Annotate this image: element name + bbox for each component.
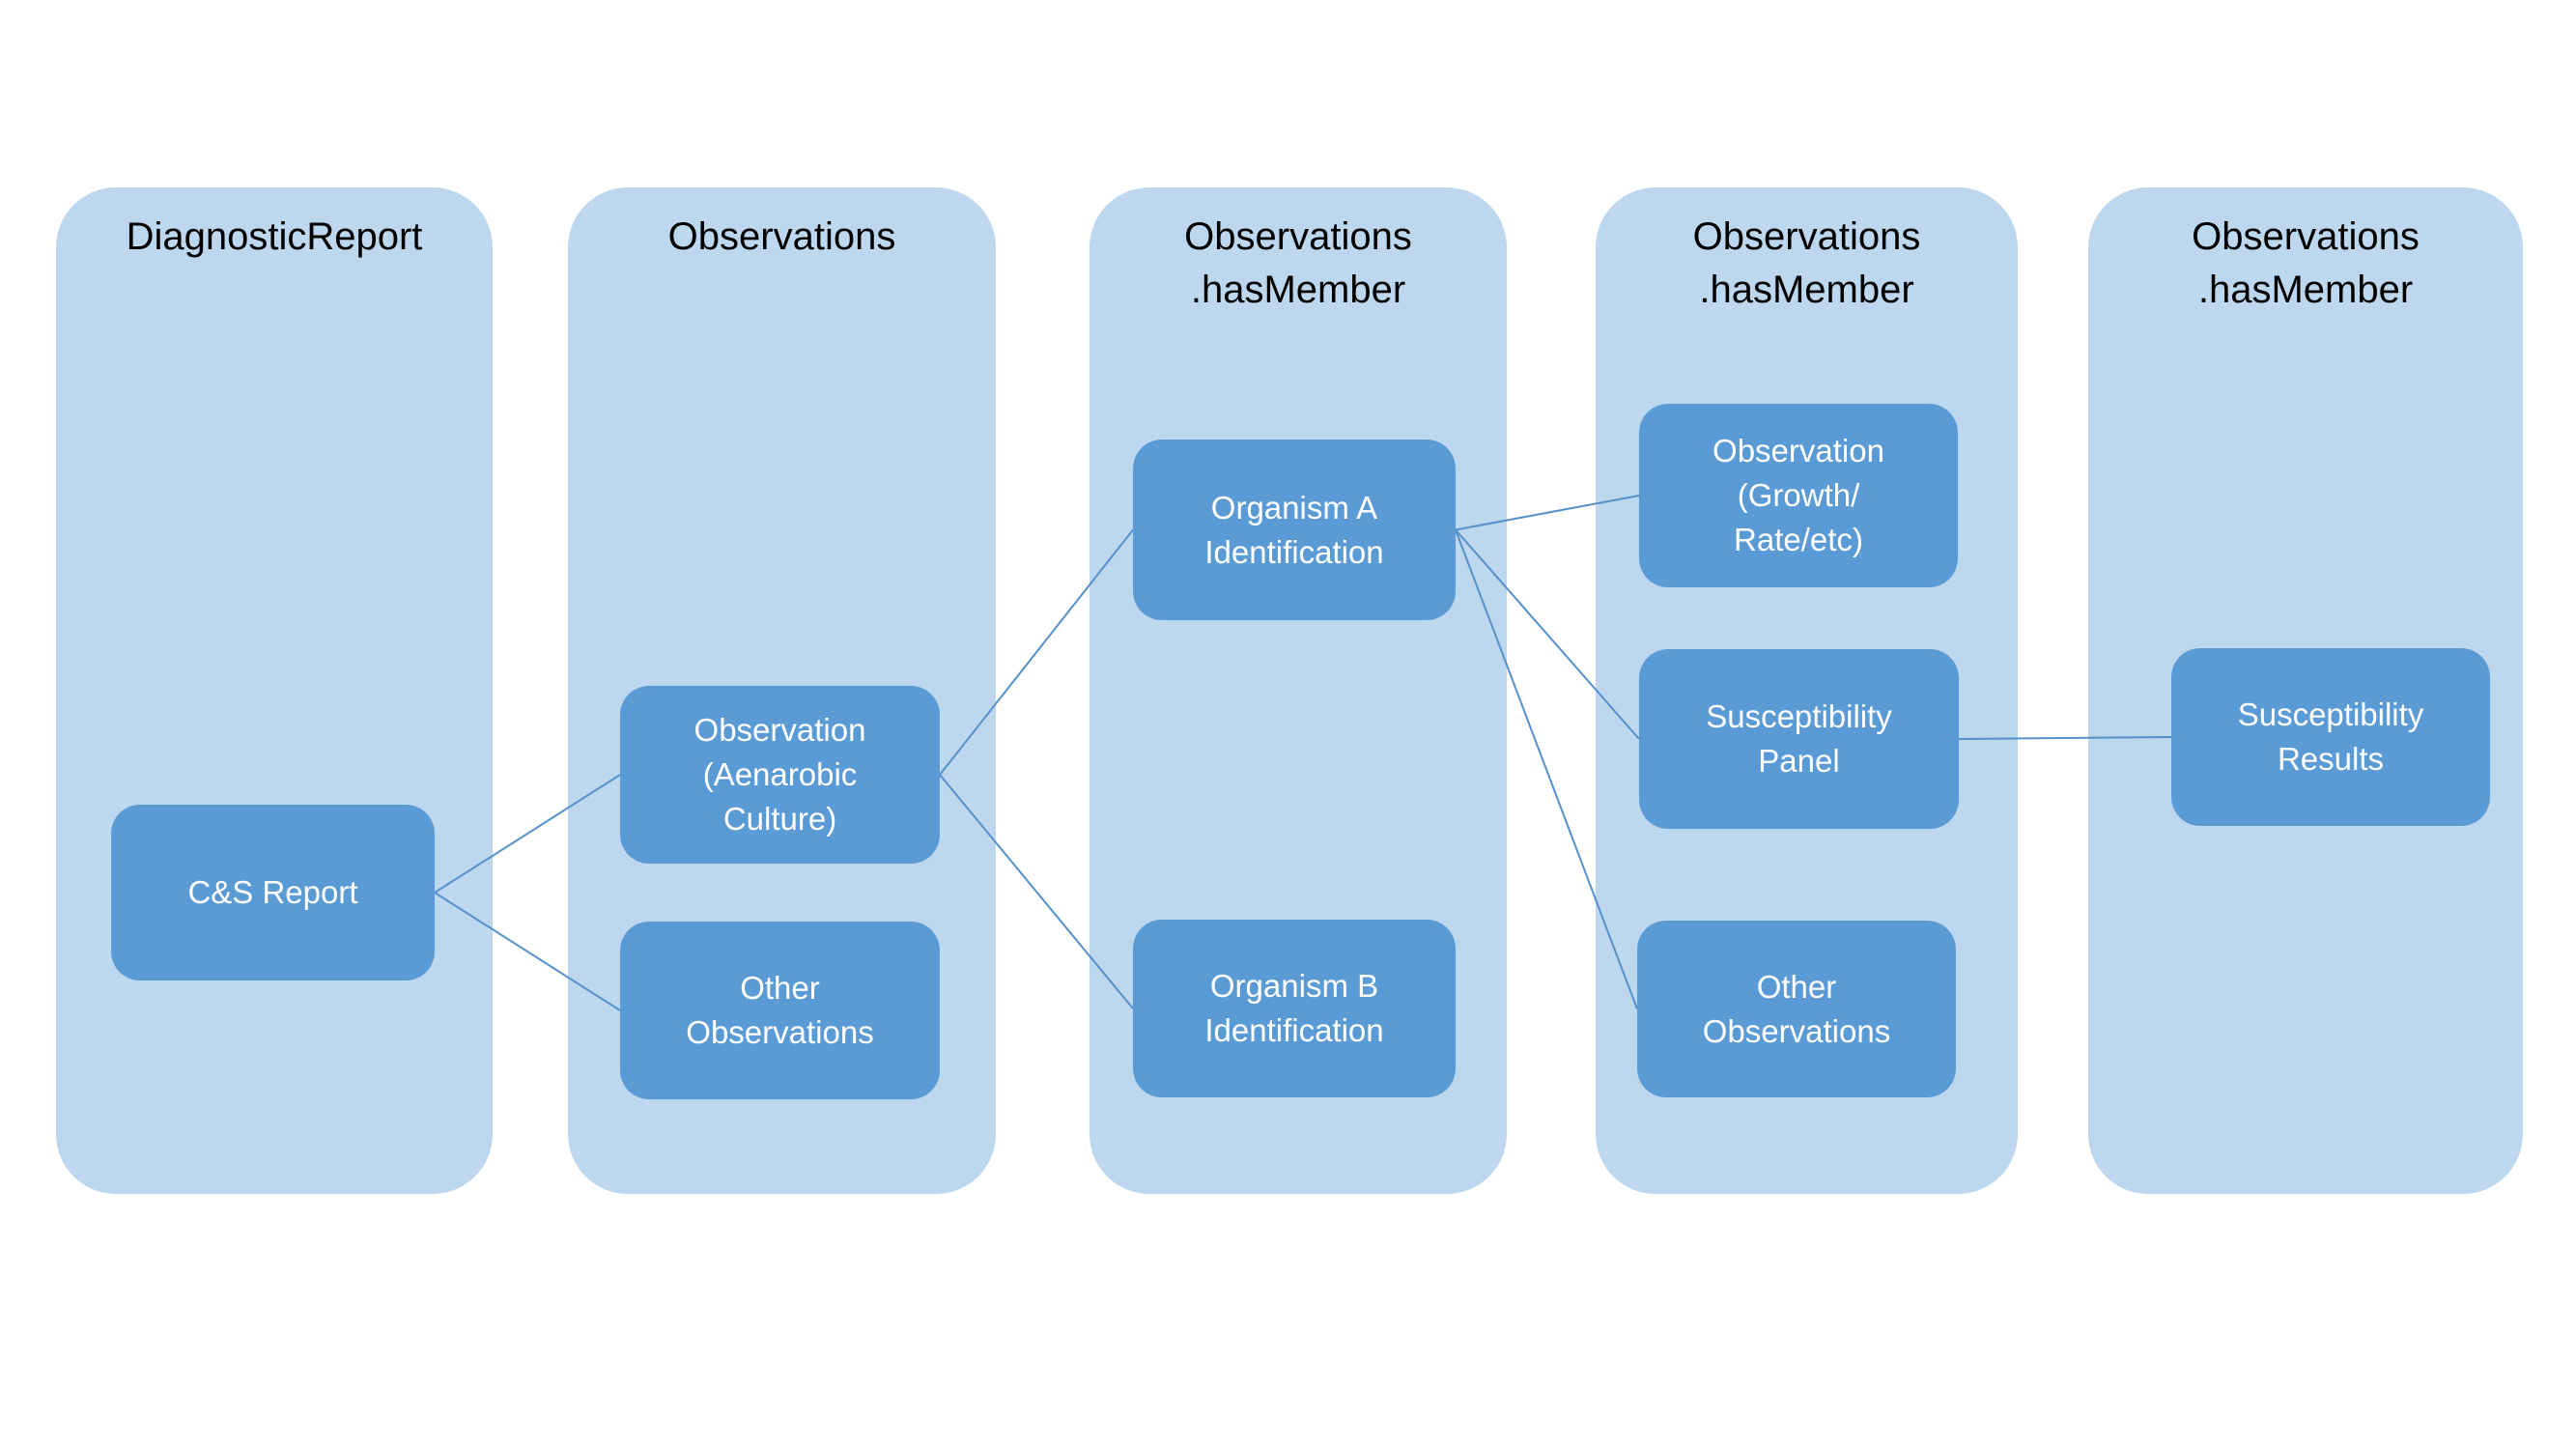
node-label-line: Observations: [1702, 1012, 1891, 1049]
column-diagnosticreport: DiagnosticReport: [56, 187, 493, 1194]
column-title-line: Observations: [2192, 215, 2420, 258]
node-cs-report: C&S Report: [111, 805, 435, 980]
connector-line: [1455, 529, 1638, 1009]
column-title: Observations .hasMember: [1090, 187, 1507, 317]
column-title-line: Observations: [1184, 215, 1412, 258]
column-title: Observations .hasMember: [2088, 187, 2523, 317]
column-title: Observations .hasMember: [1596, 187, 2018, 317]
node-label-line: Observation: [694, 712, 866, 748]
node-label-line: Culture): [722, 801, 837, 837]
node-other-observations-2: Other Observations: [1637, 921, 1956, 1097]
connector-line: [434, 774, 621, 894]
connector-line: [1958, 736, 2172, 740]
node-label-line: Organism B: [1209, 968, 1379, 1004]
node-observation-aenarobic-culture: Observation (Aenarobic Culture): [620, 686, 940, 864]
column-title-line: DiagnosticReport: [126, 215, 423, 258]
node-label-line: Susceptibility: [2237, 696, 2424, 732]
node-label-line: Observation: [1713, 433, 1884, 469]
node-label-line: Results: [2277, 741, 2385, 777]
column-title-line: .hasMember: [1190, 269, 1406, 311]
node-label-line: Other: [1756, 968, 1837, 1005]
node-label-line: (Growth/: [1737, 477, 1860, 513]
node-label-line: Identification: [1204, 1012, 1384, 1048]
column-title: DiagnosticReport: [56, 187, 493, 264]
node-label-line: Rate/etc): [1734, 522, 1863, 557]
connector-line: [1455, 495, 1640, 531]
node-organism-b-identification: Organism B Identification: [1133, 920, 1456, 1097]
node-label-line: Other: [740, 970, 820, 1006]
node-label-line: C&S Report: [187, 874, 358, 910]
column-title-line: Observations: [667, 215, 896, 258]
column-title: Observations: [568, 187, 996, 264]
node-organism-a-identification: Organism A Identification: [1133, 440, 1456, 620]
connector-line: [939, 774, 1134, 1009]
connector-line: [1455, 528, 1640, 740]
node-susceptibility-results: Susceptibility Results: [2171, 648, 2490, 826]
node-label-line: Identification: [1204, 533, 1384, 570]
node-label-line: (Aenarobic: [702, 756, 858, 792]
node-susceptibility-panel: Susceptibility Panel: [1639, 649, 1959, 829]
node-label-line: Susceptibility: [1706, 698, 1892, 734]
node-other-observations-1: Other Observations: [620, 922, 940, 1099]
node-label-line: Panel: [1758, 743, 1840, 779]
connector-line: [434, 892, 621, 1011]
node-label-line: Organism A: [1210, 489, 1378, 526]
node-label-line: Observations: [686, 1014, 874, 1050]
column-title-line: .hasMember: [2197, 269, 2414, 311]
column-title-line: Observations: [1692, 215, 1921, 258]
connector-line: [939, 528, 1134, 776]
column-title-line: .hasMember: [1699, 269, 1914, 311]
node-observation-growth-rate: Observation (Growth/ Rate/etc): [1639, 404, 1958, 587]
